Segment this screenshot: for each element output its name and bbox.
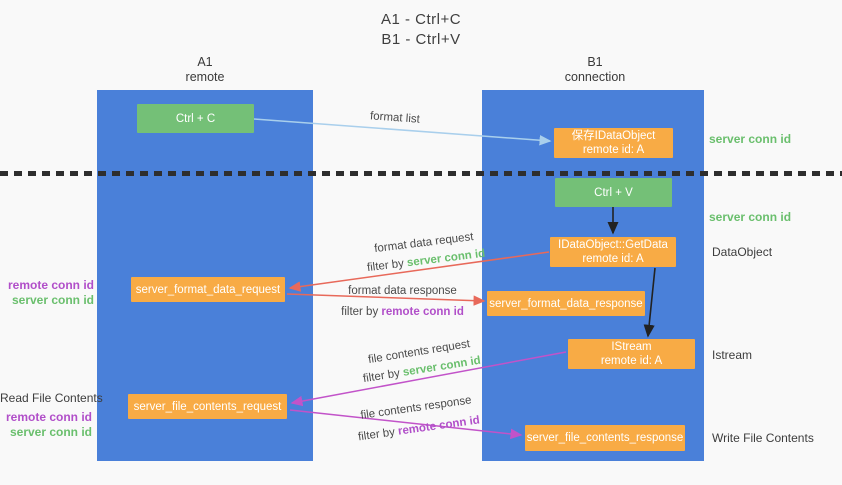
format-request-label: server_format_data_request	[135, 283, 281, 296]
format-response-box: server_format_data_response	[487, 291, 645, 316]
server-conn-id-top-label: server conn id	[709, 132, 792, 146]
istream-box: IStream remote id: A	[568, 339, 695, 369]
column-header-a1: A1 remote	[145, 55, 265, 85]
filter-by-text: filter by	[357, 426, 396, 444]
read-file-contents-label: Read File Contents	[0, 391, 103, 405]
remote-conn-id-left-1: remote conn id	[7, 278, 94, 292]
istream-side-label: Istream	[712, 348, 753, 362]
file-response-box: server_file_contents_response	[525, 425, 685, 451]
format-data-response-text: format data response	[348, 285, 457, 297]
server-conn-id-mid-label: server conn id	[709, 210, 792, 224]
column-b1-name: B1	[587, 55, 603, 69]
column-a1-name: A1	[197, 55, 213, 69]
getdata-line2: remote id: A	[582, 253, 644, 265]
ctrl-c-label: Ctrl + C	[175, 112, 216, 125]
ctrl-c-box: Ctrl + C	[137, 104, 254, 133]
getdata-box: IDataObject::GetData remote id: A	[550, 237, 676, 267]
save-dataobject-line1: 保存IDataObject	[571, 130, 656, 142]
format-data-response-arrow	[286, 293, 486, 306]
column-b1-role: connection	[564, 70, 626, 84]
istream-line1: IStream	[611, 341, 652, 353]
file-request-box: server_file_contents_request	[128, 394, 287, 419]
dataobject-label: DataObject	[712, 245, 773, 259]
save-dataobject-line2: remote id: A	[582, 144, 645, 156]
file-contents-request-arrow	[290, 351, 567, 407]
istream-line2: remote id: A	[600, 355, 663, 367]
format-data-response-filter: filter by remote conn id	[330, 303, 475, 321]
title-line-1: A1 - Ctrl+C	[380, 11, 462, 28]
file-response-label: server_file_contents_response	[526, 432, 684, 444]
format-data-response-label: format data response filter by remote co…	[330, 282, 475, 321]
remote-conn-id-text: remote conn id	[381, 306, 464, 318]
file-contents-response-arrow	[289, 409, 523, 440]
format-response-label: server_format_data_response	[489, 297, 643, 310]
getdata-to-istream-arrow	[643, 267, 656, 338]
format-list-arrow	[253, 118, 552, 146]
server-conn-id-left-2: server conn id	[9, 425, 92, 439]
ctrl-v-box: Ctrl + V	[555, 178, 672, 207]
filter-by-text: filter by	[341, 306, 379, 318]
remote-conn-id-left-2: remote conn id	[5, 410, 92, 424]
file-request-left-labels: Read File Contents remote conn id server…	[0, 391, 103, 440]
title-line-2: B1 - Ctrl+V	[381, 31, 461, 48]
filter-by-text: filter by	[366, 257, 405, 275]
write-file-contents-label: Write File Contents	[712, 431, 814, 445]
diagram-title: A1 - Ctrl+C B1 - Ctrl+V	[0, 10, 842, 50]
file-request-label: server_file_contents_request	[133, 400, 282, 413]
format-data-request-arrow	[288, 251, 550, 292]
filter-by-text: filter by	[362, 367, 401, 386]
server-conn-id-left-1: server conn id	[11, 293, 94, 307]
save-dataobject-box: 保存IDataObject remote id: A	[554, 128, 673, 158]
format-list-label: format list	[369, 110, 421, 126]
format-request-box: server_format_data_request	[131, 277, 285, 302]
dashed-divider	[0, 171, 842, 176]
getdata-line1: IDataObject::GetData	[558, 239, 668, 251]
ctrl-v-label: Ctrl + V	[594, 186, 633, 199]
column-a1-role: remote	[185, 70, 225, 84]
column-header-b1: B1 connection	[535, 55, 655, 85]
format-request-conn-ids: remote conn id server conn id	[0, 278, 94, 308]
